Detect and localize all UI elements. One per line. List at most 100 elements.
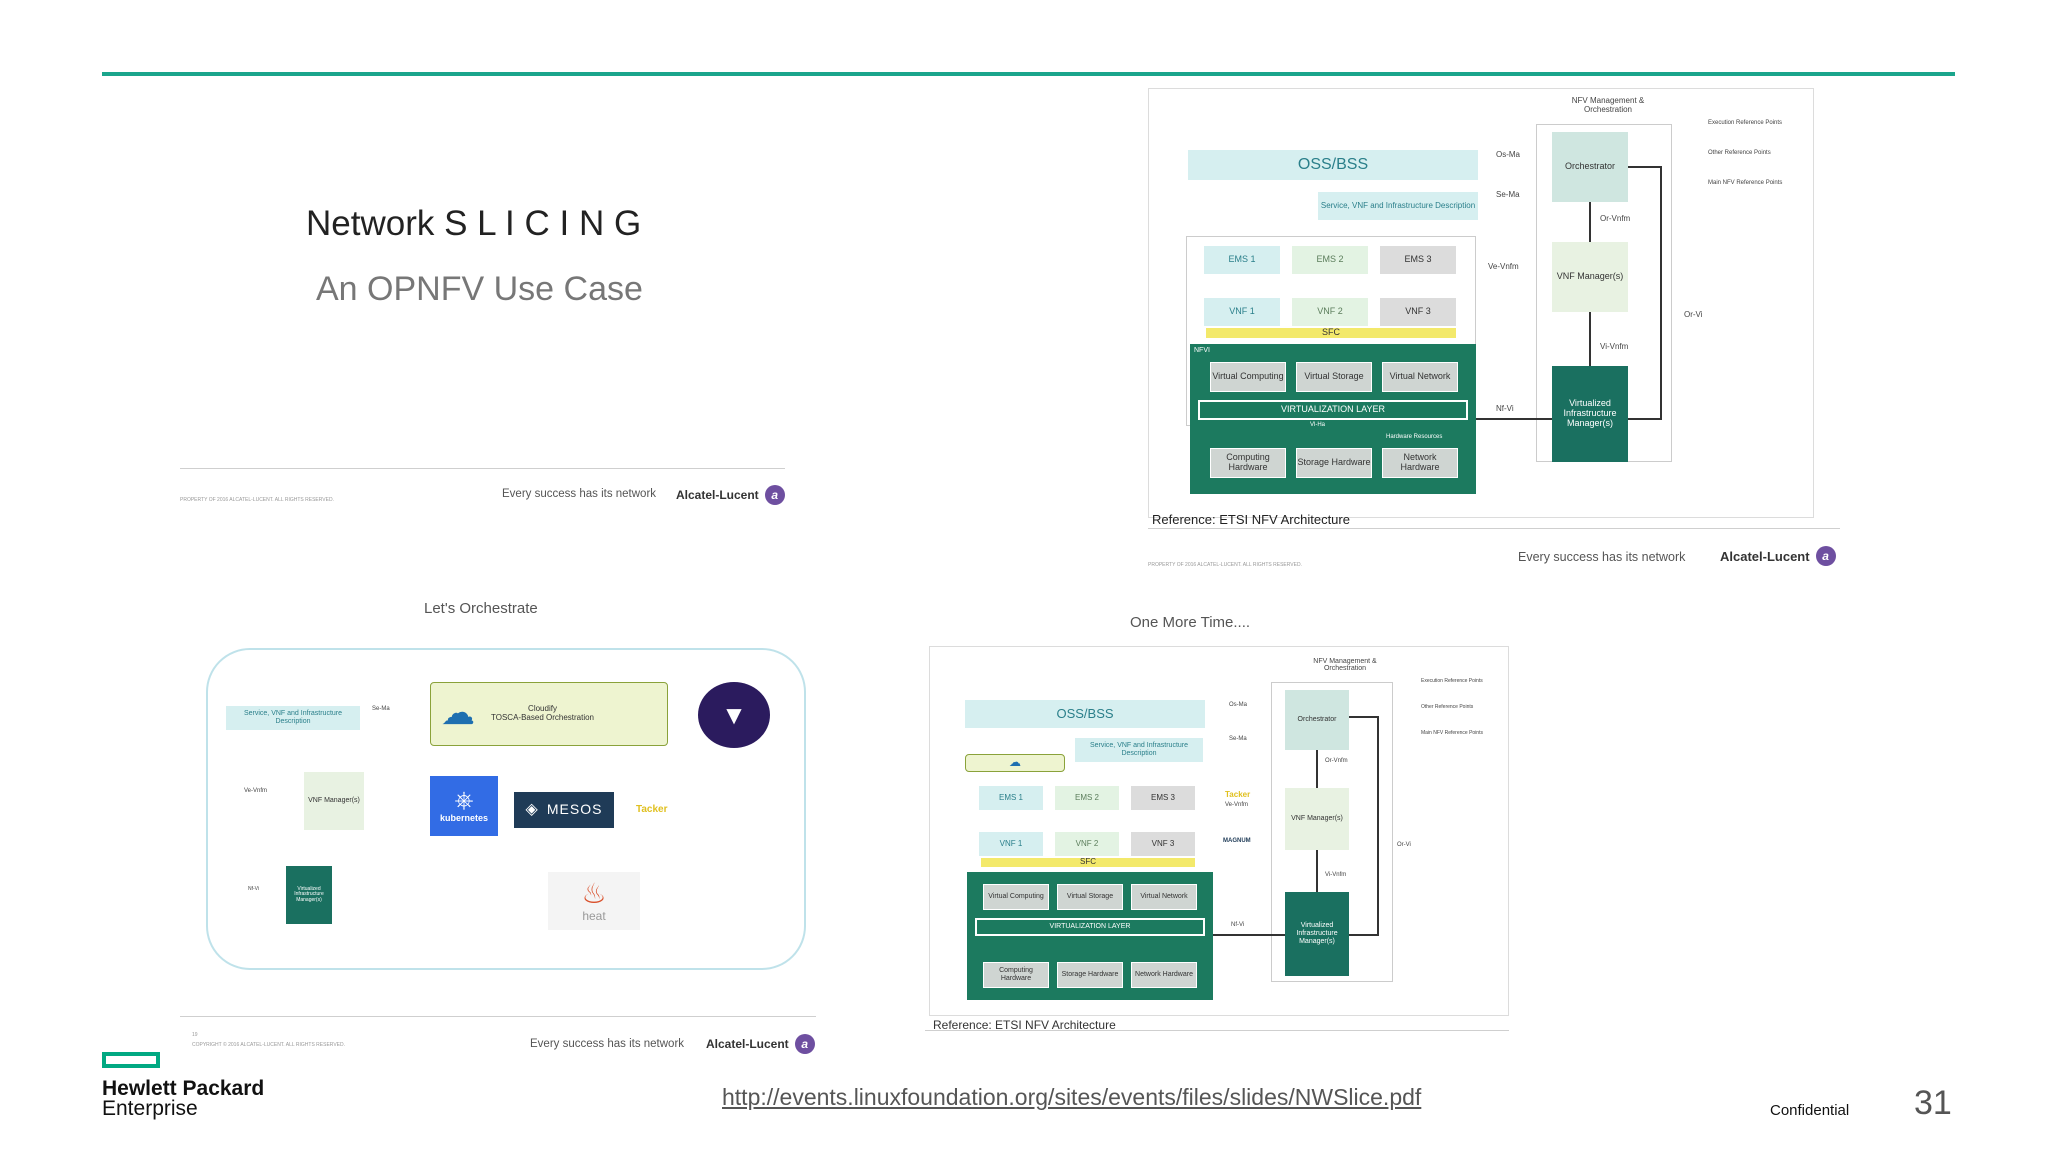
cloud-icon: ☁ [441, 694, 475, 733]
mesos-text: MESOS [546, 801, 603, 818]
alcatel-lucent-icon: a [1815, 546, 1836, 566]
slide-subtitle: An OPNFV Use Case [316, 270, 643, 308]
computing-hardware: Computing Hardware [983, 962, 1049, 988]
orch-vnfm-line [1316, 750, 1318, 788]
alcatel-lucent-logo: Alcatel-Lucent a [706, 1034, 815, 1054]
vim: Virtualized Infrastructure Manager(s) [1552, 366, 1628, 462]
cloudify-desc: TOSCA-Based Orchestration [491, 713, 595, 722]
slide-heading: Let's Orchestrate [424, 600, 538, 617]
orchestrate-slide: Let's Orchestrate Service, VNF and Infra… [180, 596, 820, 1060]
ve-vnfm-label: Ve-Vnfm [1225, 802, 1249, 808]
vnf-3: VNF 3 [1131, 832, 1195, 856]
brand-name: Alcatel-Lucent [676, 488, 759, 502]
reference-text: Reference: ETSI NFV Architecture [1152, 512, 1350, 527]
nfvi-block: Virtual Computing Virtual Storage Virtua… [967, 872, 1213, 1000]
terraform-icon: ▼ [721, 699, 747, 730]
ems-3: EMS 3 [1131, 786, 1195, 810]
etsi-architecture-slide: NFV Management & Orchestration OSS/BSS S… [1148, 88, 1848, 580]
nfvi-label: NFVI [1194, 347, 1210, 354]
virtualization-layer: VIRTUALIZATION LAYER [1198, 400, 1468, 420]
cloud-icon: ☁ [1009, 755, 1021, 770]
tacker-logo: Tacker [636, 804, 668, 815]
kubernetes-text: kubernetes [439, 813, 489, 824]
alcatel-lucent-logo: Alcatel-Lucent a [1720, 546, 1836, 566]
virtual-computing: Virtual Computing [1210, 362, 1286, 392]
terraform-logo: ▼ [698, 682, 770, 748]
hpe-logo-icon [102, 1052, 160, 1068]
virtual-network: Virtual Network [1131, 884, 1197, 910]
storage-hardware: Storage Hardware [1057, 962, 1123, 988]
diagram-frame [1148, 88, 1814, 518]
top-accent-line [102, 72, 1955, 76]
page-number: 31 [1914, 1084, 1952, 1122]
orch-vim-top [1628, 166, 1662, 168]
orch-vnfm-line [1589, 202, 1591, 242]
nf-vi-label: Nf-Vi [1231, 922, 1245, 928]
brand-name: Alcatel-Lucent [706, 1037, 789, 1051]
ems-1: EMS 1 [1204, 246, 1280, 274]
source-link[interactable]: http://events.linuxfoundation.org/sites/… [722, 1084, 1422, 1110]
virtualization-layer: VIRTUALIZATION LAYER [975, 918, 1205, 936]
nfvi-block: NFVI Virtual Computing Virtual Storage V… [1190, 344, 1476, 494]
sfc-bar: SFC [981, 857, 1195, 867]
computing-hardware: Computing Hardware [1210, 448, 1286, 478]
slide-title-card: Network S L I C I N G An OPNFV Use Case … [180, 190, 790, 520]
confidential-label: Confidential [1770, 1102, 1850, 1119]
ems-2: EMS 2 [1292, 246, 1368, 274]
tagline: Every success has its network [502, 488, 657, 500]
vi-vnfm-label: Vi-Vnfm [1325, 872, 1347, 878]
service-description: Service, VNF and Infrastructure Descript… [1075, 738, 1203, 762]
orch-vim-side [1377, 716, 1379, 936]
or-vnfm-label: Or-Vnfm [1325, 758, 1348, 764]
virtual-storage: Virtual Storage [1057, 884, 1123, 910]
cloudify-logo: ☁ Cloudify TOSCA-Based Orchestration [430, 682, 668, 746]
service-description: Service, VNF and Infrastructure Descript… [226, 706, 360, 730]
storage-hardware: Storage Hardware [1296, 448, 1372, 478]
legend-other: Other Reference Points [1421, 704, 1474, 710]
ems-2: EMS 2 [1055, 786, 1119, 810]
alcatel-lucent-icon: a [764, 485, 785, 505]
se-ma-label: Se-Ma [1496, 190, 1520, 199]
or-vi-label: Or-Vi [1684, 310, 1703, 319]
nf-vi-label: Nf-Vi [1496, 404, 1514, 413]
nf-vi-label: Nf-Vi [248, 886, 260, 892]
ve-vnfm-label: Ve-Vnfm [1488, 262, 1519, 271]
heat-logo: ♨ heat [548, 872, 640, 930]
ems-3: EMS 3 [1380, 246, 1456, 274]
alcatel-lucent-icon: a [794, 1034, 815, 1054]
legend-main: Main NFV Reference Points [1421, 730, 1483, 736]
legend-execution: Execution Reference Points [1708, 120, 1783, 126]
orch-vim-top [1349, 716, 1379, 718]
cloudify-name: Cloudify [528, 704, 557, 714]
mano-title: NFV Management & Orchestration [1313, 658, 1377, 672]
magnum-logo: MAGNUM [1223, 838, 1251, 844]
copyright: COPYRIGHT © 2016 ALCATEL-LUCENT. ALL RIG… [192, 1042, 345, 1048]
legend-main: Main NFV Reference Points [1708, 180, 1783, 186]
orch-vim-bottom [1628, 418, 1662, 420]
hardware-resources-label: Hardware Resources [1386, 434, 1443, 440]
orchestrator: Orchestrator [1552, 132, 1628, 202]
vnfm-vim-line [1589, 312, 1591, 366]
vnf-2: VNF 2 [1292, 298, 1368, 326]
vnf-managers: VNF Manager(s) [1552, 242, 1628, 312]
slide-heading: One More Time.... [1130, 614, 1251, 631]
mesos-logo: ◈ MESOS [514, 792, 614, 828]
cloudify-mini-logo: ☁ [965, 754, 1065, 772]
vnf-3: VNF 3 [1380, 298, 1456, 326]
tagline: Every success has its network [530, 1038, 685, 1050]
alcatel-lucent-logo: Alcatel-Lucent a [676, 485, 785, 505]
slide-title: Network S L I C I N G [306, 204, 642, 243]
vnf-2: VNF 2 [1055, 832, 1119, 856]
footer-divider [180, 1016, 816, 1017]
os-ma-label: Os-Ma [1229, 702, 1247, 708]
page-number: 19 [192, 1032, 198, 1038]
virtual-storage: Virtual Storage [1296, 362, 1372, 392]
vim: Virtualized Infrastructure Manager(s) [286, 866, 332, 924]
copyright: PROPERTY OF 2016 ALCATEL-LUCENT. ALL RIG… [180, 497, 334, 503]
service-description: Service, VNF and Infrastructure Descript… [1318, 192, 1478, 220]
tacker-logo: Tacker [1225, 790, 1251, 799]
oss-bss: OSS/BSS [1188, 150, 1478, 180]
se-ma-label: Se-Ma [372, 706, 390, 712]
footer-divider [1148, 528, 1840, 529]
vi-vnfm-label: Vi-Vnfm [1600, 342, 1629, 351]
